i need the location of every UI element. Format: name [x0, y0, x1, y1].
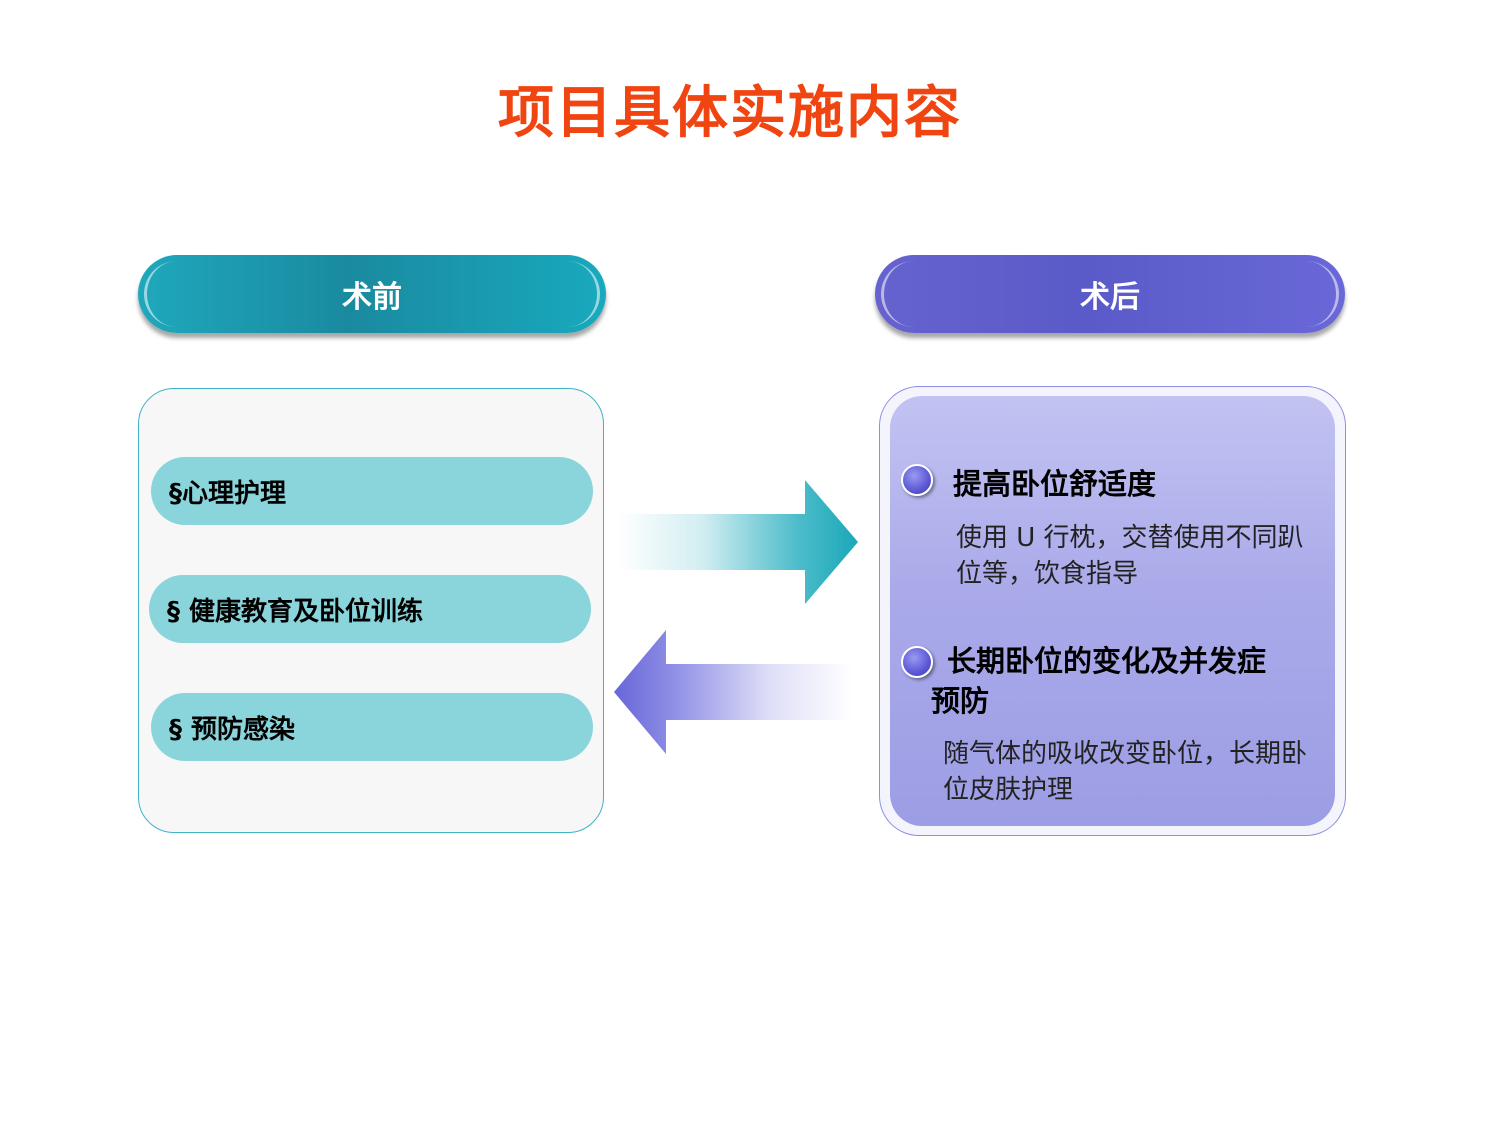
pre-op-item: § 健康教育及卧位训练 [149, 575, 591, 643]
post-op-heading-line: 长期卧位的变化及并发症 [947, 644, 1267, 678]
pre-op-item-label: §心理护理 [169, 478, 287, 509]
pre-op-panel: §心理护理 § 健康教育及卧位训练 § 预防感染 [138, 388, 604, 833]
pre-op-item: § 预防感染 [151, 693, 593, 761]
pre-op-item-label: § 健康教育及卧位训练 [167, 596, 424, 627]
right-arrow-icon [618, 480, 858, 604]
post-op-header: 术后 [875, 255, 1345, 333]
left-arrow-icon [614, 630, 852, 754]
post-op-section-heading: 长期卧位的变化及并发症 预防 [931, 641, 1332, 721]
post-op-heading-line: 预防 [931, 684, 990, 718]
bullet-icon [901, 464, 933, 496]
post-op-section-heading: 提高卧位舒适度 [953, 467, 1157, 501]
pre-op-item: §心理护理 [151, 457, 593, 525]
post-op-panel: 提高卧位舒适度 使用 U 行枕，交替使用不同趴位等，饮食指导 长期卧位的变化及并… [879, 386, 1346, 836]
bullet-icon [901, 646, 933, 678]
post-op-inner-panel: 提高卧位舒适度 使用 U 行枕，交替使用不同趴位等，饮食指导 长期卧位的变化及并… [890, 396, 1335, 826]
pre-op-header-label: 术前 [342, 280, 402, 315]
post-op-section-text: 随气体的吸收改变卧位，长期卧位皮肤护理 [943, 739, 1308, 805]
page-title: 项目具体实施内容 [498, 81, 962, 146]
post-op-header-label: 术后 [1080, 280, 1140, 315]
pre-op-header: 术前 [138, 255, 606, 333]
pre-op-item-label: § 预防感染 [169, 714, 296, 745]
post-op-section-text: 使用 U 行枕，交替使用不同趴位等，饮食指导 [956, 523, 1304, 589]
